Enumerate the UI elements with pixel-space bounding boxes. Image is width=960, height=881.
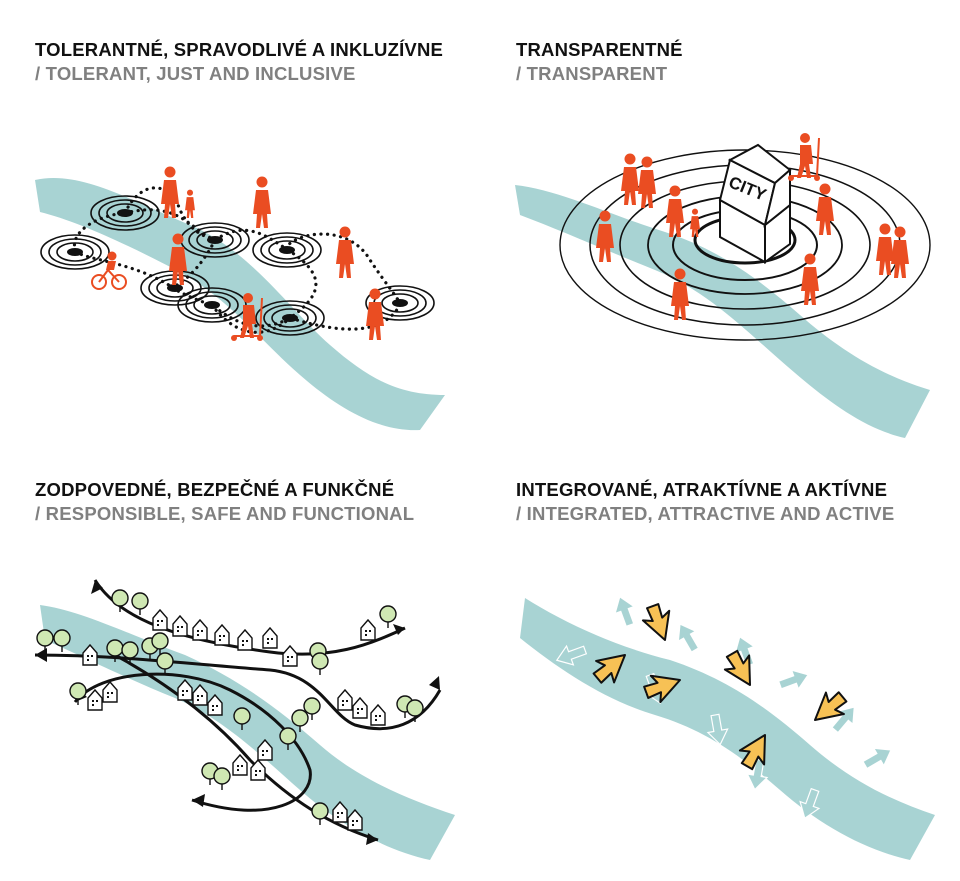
inward-arrow-icon	[638, 600, 680, 646]
ripple-node-icon	[40, 234, 110, 270]
person-icon	[891, 226, 909, 278]
person-icon	[638, 156, 656, 208]
outward-arrow-icon	[609, 592, 640, 630]
panel-1-title-sk: TOLERANTNÉ, SPRAVODLIVÉ A INKLUZÍVNE	[35, 39, 444, 60]
person-icon	[876, 223, 894, 275]
scooter-icon	[231, 293, 263, 341]
river-shape	[515, 185, 930, 438]
panel-3-title-en: / RESPONSIBLE, SAFE AND FUNCTIONAL	[35, 503, 415, 524]
panel-1-diagram	[35, 166, 445, 431]
panel-4-diagram	[520, 592, 935, 860]
scooter-icon	[788, 133, 820, 181]
person-icon	[336, 226, 354, 278]
person-icon	[621, 153, 639, 205]
panel-4-title: INTEGROVANÉ, ATRAKTÍVNE A AKTÍVNE / INTE…	[516, 478, 894, 526]
panel-2-title: TRANSPARENTNÉ / TRANSPARENT	[516, 38, 683, 86]
person-icon	[253, 176, 271, 228]
panel-1-title: TOLERANTNÉ, SPRAVODLIVÉ A INKLUZÍVNE / T…	[35, 38, 443, 86]
ripple-node-icon	[252, 232, 322, 268]
panel-3-title-sk: ZODPOVEDNÉ, BEZPEČNÉ A FUNKČNÉ	[35, 479, 395, 500]
city-building-icon: CITY	[718, 143, 792, 264]
panel-3-title: ZODPOVEDNÉ, BEZPEČNÉ A FUNKČNÉ / RESPONS…	[35, 478, 414, 526]
river-shape	[35, 178, 445, 431]
panel-3-diagram	[34, 579, 455, 860]
outward-arrow-icon	[859, 740, 897, 775]
person-icon	[185, 189, 195, 218]
outward-arrow-icon	[775, 664, 813, 695]
roads	[34, 579, 442, 842]
cyclist-icon	[91, 251, 127, 290]
river-shape	[40, 605, 455, 860]
panel-4-title-en: / INTEGRATED, ATTRACTIVE AND ACTIVE	[516, 503, 895, 524]
panel-2-diagram: CITY	[515, 133, 931, 438]
panel-4-title-sk: INTEGROVANÉ, ATRAKTÍVNE A AKTÍVNE	[516, 479, 888, 500]
panel-2-title-en: / TRANSPARENT	[516, 63, 668, 84]
outward-arrow-icon	[670, 618, 705, 656]
panel-1-title-en: / TOLERANT, JUST AND INCLUSIVE	[35, 63, 356, 84]
panel-2-title-sk: TRANSPARENTNÉ	[516, 39, 683, 60]
person-icon	[816, 183, 834, 235]
